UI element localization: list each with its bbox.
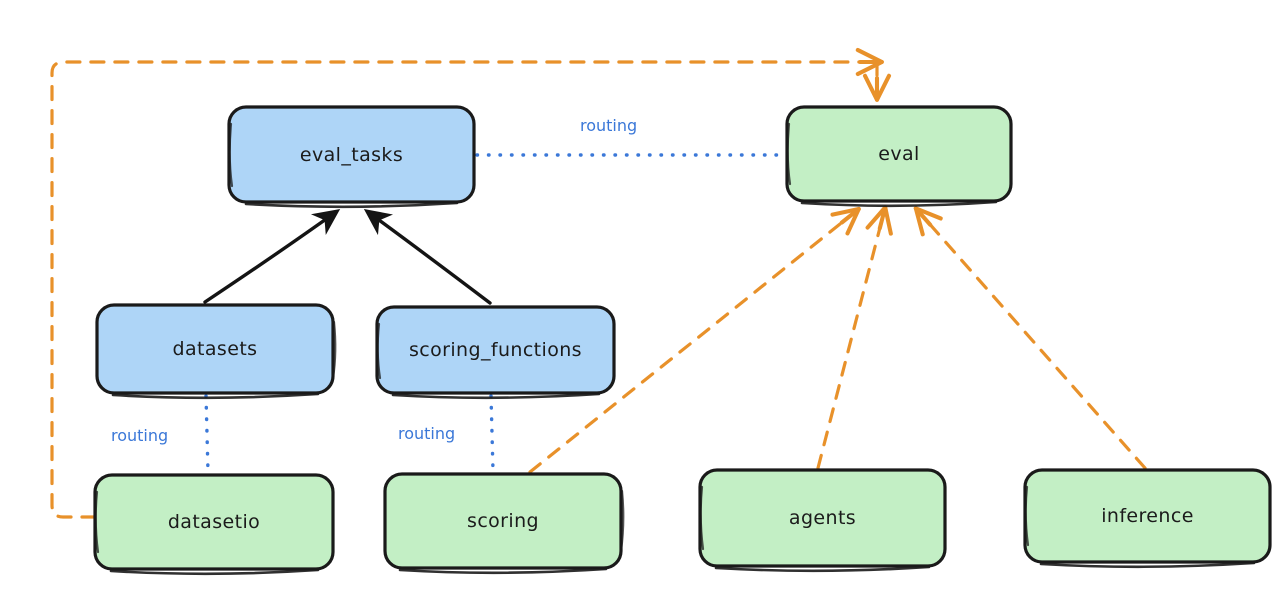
node-eval-tasks-sketch-left [228, 122, 234, 188]
routing-edges [204, 153, 787, 474]
node-eval-tasks-shape[interactable] [227, 105, 476, 204]
edge-scoring-functions-to-eval-tasks [363, 208, 492, 305]
node-datasetio-sketch [109, 568, 320, 576]
node-datasets-shape[interactable] [95, 303, 335, 395]
node-inference-sketch [1039, 561, 1256, 569]
node-scoring-shape[interactable] [383, 472, 623, 570]
node-scoring-sketch [398, 567, 608, 575]
solid-edges [203, 208, 492, 305]
node-eval-tasks[interactable] [227, 105, 476, 209]
node-eval-shape[interactable] [785, 105, 1013, 203]
edge-scoring-functions-to-scoring [489, 394, 495, 473]
node-datasets-sketch-right [331, 320, 337, 380]
node-scoring-functions-shape[interactable] [375, 305, 616, 395]
node-inference-shape[interactable] [1023, 468, 1272, 564]
edge-agents-to-eval [816, 205, 893, 470]
node-inference[interactable] [1023, 468, 1272, 569]
node-scoring-functions-sketch-left [376, 322, 382, 380]
edge-datasetio-to-eval [50, 47, 884, 519]
node-scoring-sketch-right [619, 489, 625, 553]
node-datasetio[interactable] [93, 473, 335, 576]
node-agents-sketch-left [699, 485, 705, 551]
node-datasetio-sketch-left [94, 490, 100, 554]
node-scoring-functions-sketch [391, 392, 601, 400]
node-eval-tasks-sketch [244, 201, 459, 209]
node-agents-shape[interactable] [698, 468, 947, 568]
node-eval-sketch-left [786, 122, 792, 186]
dependency-edges [50, 47, 1147, 519]
edge-datasets-to-eval-tasks [203, 209, 341, 304]
edge-scoring-to-eval [528, 206, 861, 474]
edge-datasets-to-datasetio [204, 394, 210, 474]
edge-inference-to-eval [913, 206, 1147, 470]
node-datasets-sketch [111, 392, 320, 400]
node-scoring[interactable] [383, 472, 625, 575]
node-agents-sketch [714, 565, 931, 573]
node-inference-sketch-left [1024, 485, 1030, 547]
node-datasets[interactable] [95, 303, 337, 400]
node-agents[interactable] [698, 468, 947, 573]
node-datasetio-shape[interactable] [93, 473, 335, 571]
node-scoring-functions[interactable] [375, 305, 616, 400]
node-eval[interactable] [785, 105, 1013, 208]
node-eval-sketch [800, 200, 998, 208]
nodes-layer [93, 105, 1272, 576]
